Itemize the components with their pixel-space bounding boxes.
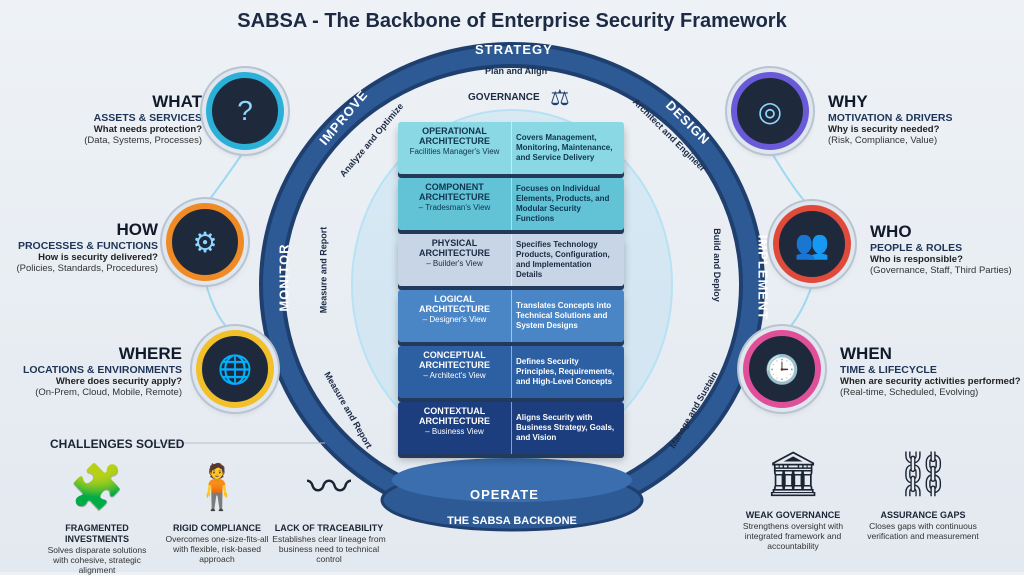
challenge-description: Solves disparate solutions with cohesive… xyxy=(47,545,147,575)
broken-chain-icon: ⛓ xyxy=(895,450,951,499)
page-title: SABSA - The Backbone of Enterprise Secur… xyxy=(237,10,787,32)
ring-sub-monitor: Measure and Report xyxy=(318,226,329,314)
clock-icon: 🕒 xyxy=(743,330,821,408)
puzzle-icon: 🧩 xyxy=(69,463,125,512)
layer-description: Focuses on Individual Elements, Products… xyxy=(516,184,610,223)
architecture-layer: COMPONENT ARCHITECTURE– Tradesman's View… xyxy=(398,178,624,230)
layer-description: Aligns Security with Business Strategy, … xyxy=(516,413,615,442)
question-examples: (Real-time, Scheduled, Evolving) xyxy=(840,387,979,398)
question-subtitle: MOTIVATION & DRIVERS xyxy=(828,112,953,124)
question-heading: WHAT xyxy=(152,92,202,111)
ring-label-operate: OPERATE xyxy=(470,487,539,502)
layer-view: Facilities Manager's View xyxy=(409,147,500,156)
question-subtitle: TIME & LIFECYCLE xyxy=(840,364,937,376)
challenge-name: LACK OF TRACEABILITY xyxy=(274,523,384,533)
ring-label-implement: IMPLEMENT xyxy=(755,234,771,321)
layer-name: COMPONENT ARCHITECTURE xyxy=(419,182,490,202)
layer-description: Specifies Technology Products, Configura… xyxy=(516,240,610,279)
question-heading: WHY xyxy=(828,92,868,111)
globe-icon: 🌐 xyxy=(196,330,274,408)
challenge-name: WEAK GOVERNANCE xyxy=(745,510,841,520)
ring-label-strategy: STRATEGY xyxy=(475,42,553,57)
backbone-label: THE SABSA BACKBONE xyxy=(447,515,577,527)
layer-description: Covers Management, Monitoring, Maintenan… xyxy=(516,133,613,162)
layer-view: – Architect's View xyxy=(423,371,486,380)
trapped-figure-icon: 🧍 xyxy=(189,463,245,512)
ring-sub-strategy: Plan and Align xyxy=(485,66,548,76)
people-icon: 👥 xyxy=(773,205,851,283)
layer-title: LOGICAL ARCHITECTURE– Designer's View xyxy=(398,290,512,342)
scales-icon: ⚖ xyxy=(550,85,570,110)
layer-view: – Designer's View xyxy=(422,315,487,324)
ring-label-monitor: MONITOR xyxy=(276,243,292,312)
layer-name: PHYSICAL ARCHITECTURE xyxy=(419,238,490,258)
architecture-layer: CONCEPTUAL ARCHITECTURE– Architect's Vie… xyxy=(398,346,624,398)
question-heading: WHO xyxy=(870,222,912,241)
layer-name: OPERATIONAL ARCHITECTURE xyxy=(419,126,490,146)
challenge-name: FRAGMENTED INVESTMENTS xyxy=(64,523,129,544)
question-examples: (Data, Systems, Processes) xyxy=(84,135,202,146)
layer-name: LOGICAL ARCHITECTURE xyxy=(419,294,490,314)
tangle-icon: 〰 xyxy=(307,463,351,512)
question-subtitle: ASSETS & SERVICES xyxy=(93,112,202,124)
question-subtitle: LOCATIONS & ENVIRONMENTS xyxy=(22,364,182,376)
question-text: How is security delivered? xyxy=(38,252,158,263)
governance-label: GOVERNANCE xyxy=(468,92,540,103)
question-text: When are security activities performed? xyxy=(840,376,1021,387)
layer-description: Defines Security Principles, Requirement… xyxy=(516,357,615,386)
question-heading: WHERE xyxy=(118,344,182,363)
question-examples: (Governance, Staff, Third Parties) xyxy=(870,265,1012,276)
question-heading: HOW xyxy=(116,220,158,239)
question-examples: (Risk, Compliance, Value) xyxy=(828,135,938,146)
layer-description: Translates Concepts into Technical Solut… xyxy=(516,301,612,330)
challenge-name: RIGID COMPLIANCE xyxy=(172,523,261,533)
layer-view: – Builder's View xyxy=(426,259,483,268)
challenge-description: Establishes clear lineage from business … xyxy=(272,534,386,564)
box-question-icon: ? xyxy=(206,72,284,150)
question-text: Why is security needed? xyxy=(828,124,940,135)
gears-icon: ⚙ xyxy=(166,203,244,281)
question-subtitle: PROCESSES & FUNCTIONS xyxy=(17,240,158,252)
layer-title: CONCEPTUAL ARCHITECTURE– Architect's Vie… xyxy=(398,346,512,398)
question-text: What needs protection? xyxy=(93,124,202,135)
broken-pillar-icon: 🏛 xyxy=(765,450,821,499)
layer-title: COMPONENT ARCHITECTURE– Tradesman's View xyxy=(398,178,512,230)
question-examples: (Policies, Standards, Procedures) xyxy=(16,263,158,274)
question-text: Where does security apply? xyxy=(55,376,182,387)
question-heading: WHEN xyxy=(840,344,892,363)
challenge-description: Overcomes one-size-fits-all with flexibl… xyxy=(165,534,269,564)
question-text: Who is responsible? xyxy=(870,254,963,265)
question-examples: (On-Prem, Cloud, Mobile, Remote) xyxy=(35,387,182,398)
question-subtitle: PEOPLE & ROLES xyxy=(870,242,963,254)
layer-title: CONTEXTUAL ARCHITECTURE– Business View xyxy=(398,402,512,454)
layer-view: – Business View xyxy=(425,427,484,436)
challenge-name: ASSURANCE GAPS xyxy=(880,510,966,520)
ring-sub-implement: Build and Deploy xyxy=(711,228,722,302)
layer-name: CONCEPTUAL ARCHITECTURE xyxy=(419,350,490,370)
layer-name: CONTEXTUAL ARCHITECTURE xyxy=(419,406,490,426)
layer-view: – Tradesman's View xyxy=(418,203,491,212)
challenges-heading: CHALLENGES SOLVED xyxy=(50,437,185,451)
target-icon: ◎ xyxy=(731,72,809,150)
layer-title: PHYSICAL ARCHITECTURE– Builder's View xyxy=(398,234,512,286)
challenge-description: Closes gaps with continuous verification… xyxy=(867,521,979,541)
challenge-description: Strengthens oversight with integrated fr… xyxy=(742,521,844,551)
